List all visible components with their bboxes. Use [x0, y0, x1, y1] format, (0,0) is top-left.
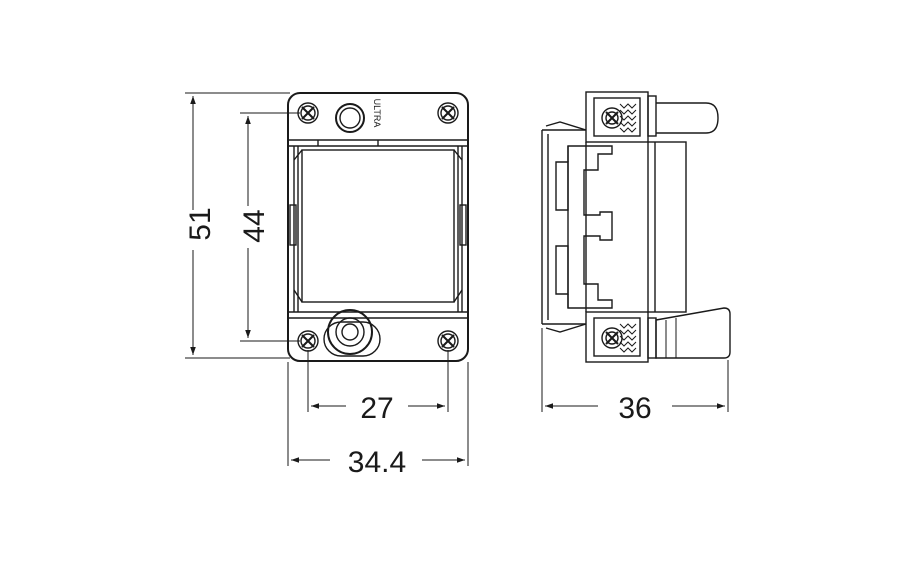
bottom-clamp: [585, 311, 649, 363]
front-view: ULTRA: [287, 92, 469, 362]
screw-bottom-left-icon: [297, 330, 319, 352]
front-dimensions: 51 44 27 34.4: [184, 92, 469, 479]
screw-bottom-right-icon: [437, 330, 459, 352]
dimension-height-overall: 51: [184, 207, 217, 240]
top-clamp-screw-icon: [601, 103, 637, 133]
top-hole-icon: [335, 103, 365, 133]
brand-mark: ULTRA: [372, 99, 382, 128]
side-view: [541, 91, 731, 363]
dimension-height-inner: 44: [238, 209, 271, 242]
screw-top-left-icon: [297, 102, 319, 124]
bottom-clamp-screw-icon: [601, 323, 637, 353]
screw-top-right-icon: [437, 102, 459, 124]
dimension-width-overall: 34.4: [348, 446, 406, 479]
front-plate-outline: [287, 92, 469, 362]
top-clamp: [585, 91, 649, 143]
dimension-screw-spacing: 27: [360, 392, 393, 425]
dimension-depth: 36: [618, 392, 651, 425]
side-dimensions: 36: [541, 328, 729, 425]
bottom-connector-icon: [323, 309, 381, 357]
side-body: [647, 141, 687, 313]
module-opening: [301, 149, 455, 303]
